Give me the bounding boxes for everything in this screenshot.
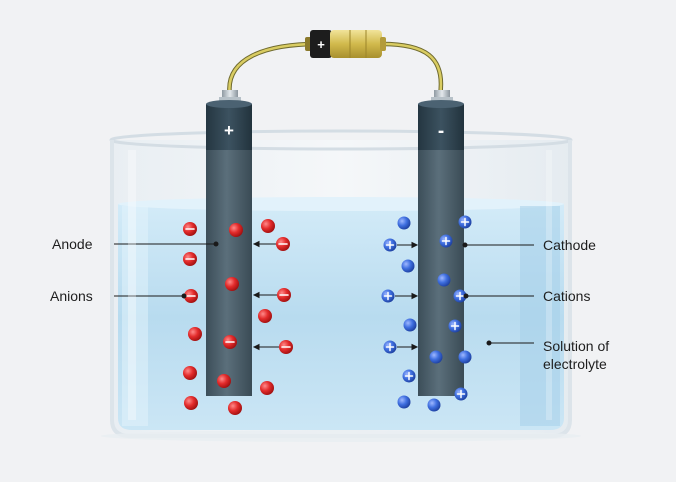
anion [183, 366, 197, 380]
cation [401, 259, 415, 273]
anion [261, 219, 275, 233]
anode-label: Anode [52, 236, 93, 252]
anion [217, 374, 231, 388]
beaker-front [101, 140, 581, 442]
cation [458, 350, 472, 364]
cation [437, 273, 451, 287]
anode-electrode: + [206, 90, 252, 396]
cation [427, 398, 441, 412]
solution-label-line2: electrolyte [543, 356, 607, 372]
anion [225, 277, 239, 291]
cations-group [381, 215, 472, 412]
cathode-label: Cathode [543, 237, 596, 253]
cathode-minus-symbol: - [438, 121, 444, 142]
anions-group [183, 219, 293, 415]
battery-positive-symbol: + [317, 37, 325, 52]
anion [260, 381, 274, 395]
ion-migration-arrows [252, 240, 419, 351]
label-leader-lines [110, 241, 534, 346]
anode-plus-symbol: + [224, 121, 234, 140]
battery: + [305, 30, 386, 58]
cation [397, 395, 411, 409]
cation [429, 350, 443, 364]
cation [403, 318, 417, 332]
anion [184, 396, 198, 410]
anion [188, 327, 202, 341]
wire [227, 41, 444, 99]
cation [397, 216, 411, 230]
anion [229, 223, 243, 237]
solution-label-line1: Solution of [543, 338, 610, 354]
anion [228, 401, 242, 415]
anion [258, 309, 272, 323]
anions-label: Anions [50, 288, 93, 304]
cations-label: Cations [543, 288, 591, 304]
